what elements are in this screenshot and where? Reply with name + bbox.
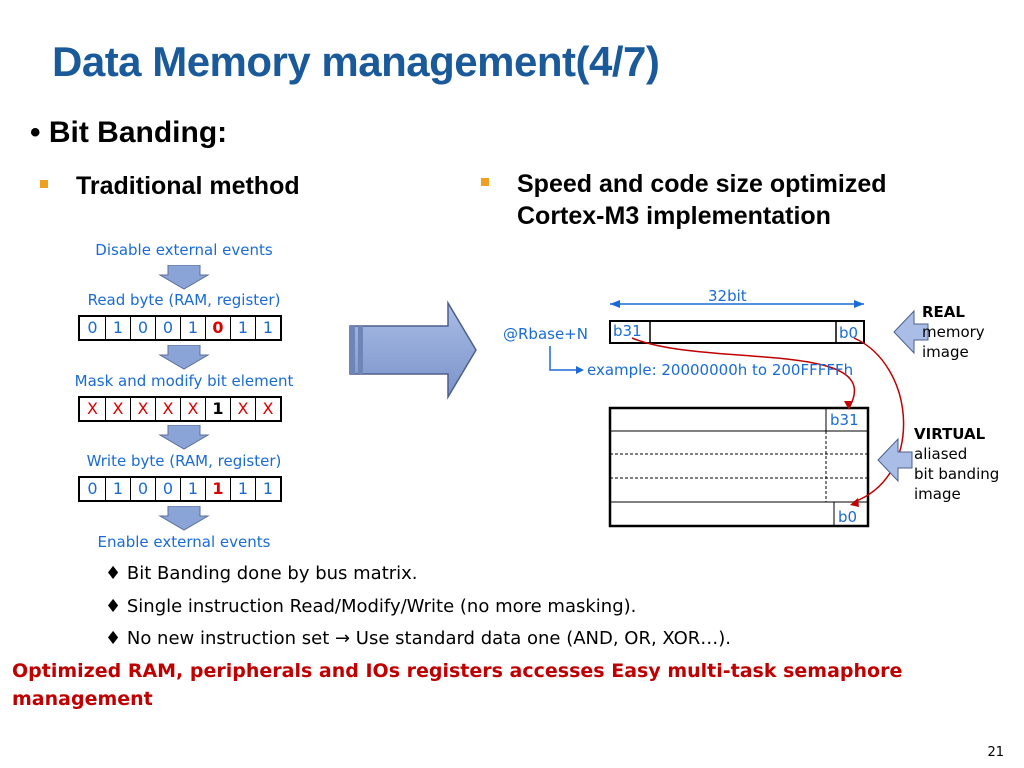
down-arrow-icon [158, 345, 210, 370]
bit-cell: X [255, 398, 280, 420]
bit-cell: X [155, 398, 180, 420]
real-line2: memory [922, 323, 985, 341]
step-write-byte: Write byte (RAM, register) [86, 452, 282, 470]
bit-cell: 0 [155, 478, 180, 500]
address-example: example: 20000000h to 200FFFFFh [587, 361, 854, 379]
bit-row-write: 0 1 0 0 1 1 1 1 [78, 476, 282, 502]
point-1: ♦ Bit Banding done by bus matrix. [105, 563, 418, 584]
diamond-bullet-icon: ♦ [105, 596, 127, 617]
orange-bullet-icon [481, 178, 489, 186]
step-read-byte: Read byte (RAM, register) [87, 291, 281, 309]
point-3b-text: Use standard data one (AND, OR, XOR…). [355, 628, 732, 649]
bit-cell: 0 [130, 317, 155, 339]
right-heading-line2: Cortex-M3 implementation [517, 202, 831, 230]
bit-cell: X [87, 399, 98, 418]
virtual-b0-label: b0 [838, 508, 858, 526]
bullet-main: • Bit Banding: [30, 116, 227, 150]
real-line3: image [922, 343, 969, 361]
conclusion-text: Optimized RAM, peripherals and IOs regis… [12, 660, 903, 710]
bit-cell: X [180, 398, 205, 420]
bit-cell: X [230, 398, 255, 420]
bit-cell: 1 [180, 317, 205, 339]
step-enable-events: Enable external events [97, 533, 271, 551]
bit-cell-target: 1 [205, 398, 230, 420]
bit-cell: 1 [255, 317, 280, 339]
down-arrow-icon [158, 425, 210, 450]
real-memory-caption: REAL memory image [922, 302, 985, 362]
page-title: Data Memory management(4/7) [52, 38, 660, 85]
real-title: REAL [922, 303, 965, 321]
virtual-caption: VIRTUAL aliased bit banding image [914, 424, 999, 504]
bit-cell: 1 [105, 478, 130, 500]
bullet-main-label: Bit Banding: [48, 116, 228, 149]
rbase-connector [549, 346, 580, 371]
diamond-bullet-icon: ♦ [105, 563, 127, 584]
bit-row-mask: X X X X X 1 X X [78, 396, 282, 422]
page-number: 21 [987, 745, 1004, 760]
left-pointer-arrow-icon [893, 309, 929, 355]
left-heading: Traditional method [76, 172, 300, 200]
real-memory-word [609, 320, 865, 344]
diamond-bullet-icon: ♦ [105, 628, 127, 649]
mapping-arrowhead-b0 [850, 498, 859, 507]
right-heading-line1: Speed and code size optimized [517, 170, 887, 198]
virtual-title: VIRTUAL [914, 425, 986, 443]
point-1-text: Bit Banding done by bus matrix. [126, 563, 418, 584]
virtual-line3: bit banding [914, 465, 1000, 483]
dimension-arrowhead-left [610, 300, 620, 308]
step-mask-modify: Mask and modify bit element [74, 372, 294, 390]
bit-cell: 0 [87, 318, 98, 337]
orange-bullet-icon [40, 180, 48, 188]
point-2: ♦ Single instruction Read/Modify/Write (… [105, 596, 636, 617]
real-b31-label: b31 [613, 322, 642, 340]
point-3: ♦ No new instruction set → Use standard … [105, 628, 731, 649]
virtual-b31-label: b31 [830, 411, 859, 429]
bit-cell: X [130, 398, 155, 420]
point-2-text: Single instruction Read/Modify/Write (no… [126, 596, 637, 617]
mapping-curve-b0 [853, 337, 905, 503]
bit-cell: 1 [105, 317, 130, 339]
bit-cell: 1 [180, 478, 205, 500]
bit-cell: 0 [155, 317, 180, 339]
bit-cell: 0 [130, 478, 155, 500]
bit-cell-target: 0 [205, 317, 230, 339]
width-label: 32bit [708, 287, 747, 305]
mapping-curve-b31 [631, 337, 856, 407]
big-right-arrow-icon [349, 300, 477, 400]
virtual-line4: image [914, 485, 961, 503]
virtual-line2: aliased [914, 445, 968, 463]
rbase-label: @Rbase+N [503, 325, 588, 343]
rbase-arrowhead [576, 366, 584, 374]
down-arrow-icon [158, 265, 210, 290]
down-arrow-icon [158, 506, 210, 531]
bit-cell: X [105, 398, 130, 420]
point-3-text: No new instruction set [126, 628, 330, 649]
bit-cell: 0 [87, 479, 98, 498]
bullet-dot: • [30, 116, 49, 149]
bit-cell: 1 [230, 478, 255, 500]
right-arrow-icon: → [334, 628, 356, 649]
bit-cell-target: 1 [205, 478, 230, 500]
real-b0-label: b0 [839, 324, 859, 342]
bit-cell: 1 [230, 317, 255, 339]
bit-cell: 1 [255, 478, 280, 500]
virtual-region [608, 406, 870, 528]
mapping-arrowhead-b31 [844, 401, 853, 410]
bit-row-read: 0 1 0 0 1 0 1 1 [78, 315, 282, 341]
dimension-arrowhead-right [854, 300, 864, 308]
bitband-diagram [549, 300, 929, 528]
left-pointer-arrow-icon [877, 437, 913, 483]
step-disable-events: Disable external events [95, 241, 273, 259]
